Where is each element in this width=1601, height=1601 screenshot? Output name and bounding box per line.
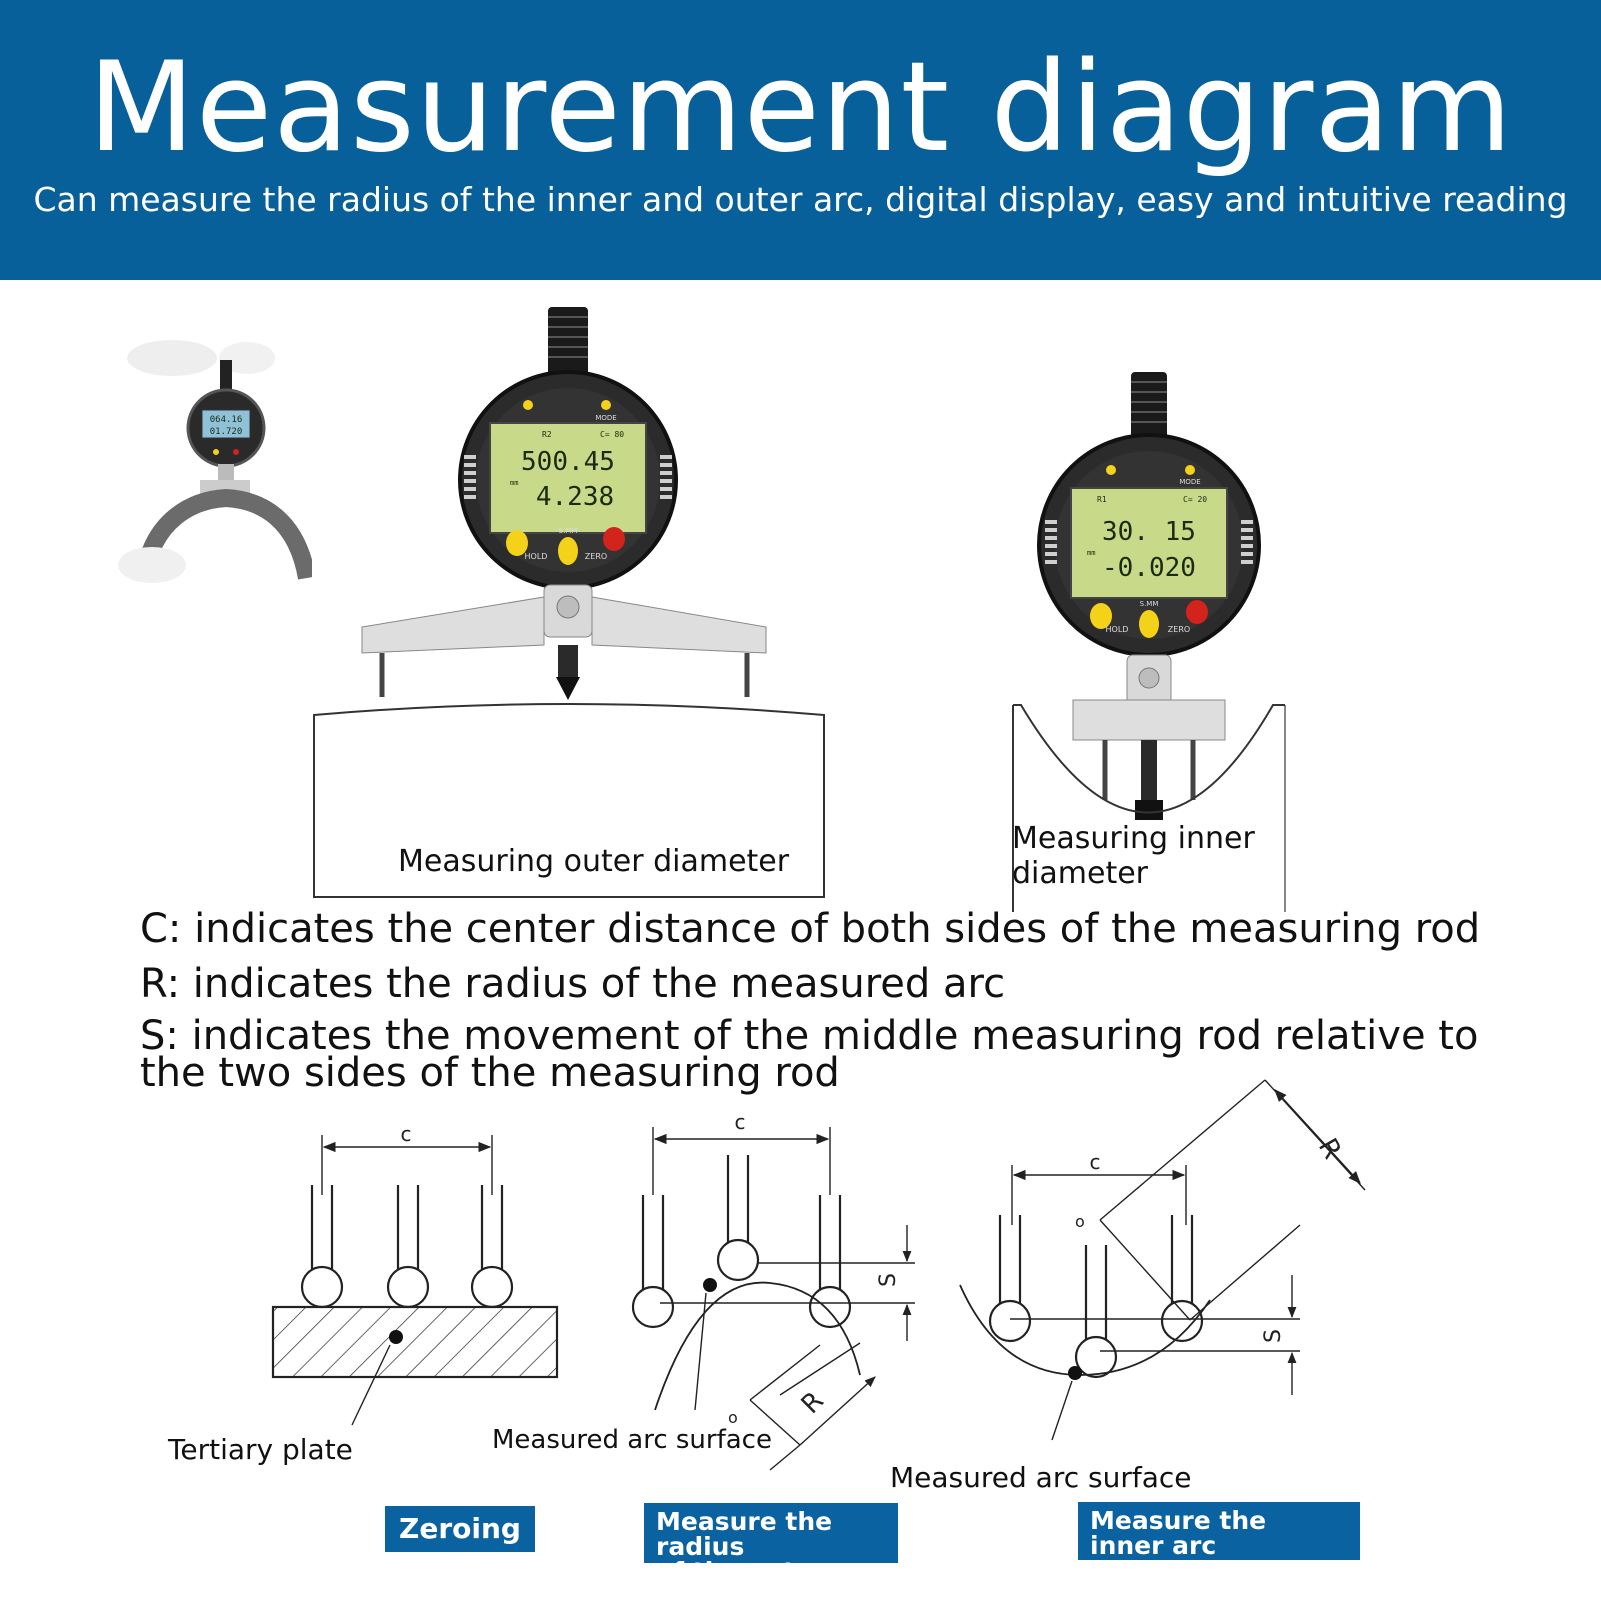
page-title: Measurement diagram	[87, 36, 1514, 180]
inner-diameter-caption: Measuring inner diameter	[1012, 821, 1272, 891]
inner-reading-bottom: -0.020	[1102, 553, 1196, 583]
inner-arc-tag-line1: Measure the inner arc	[1090, 1506, 1267, 1560]
page-subtitle: Can measure the radius of the inner and …	[33, 180, 1568, 219]
definition-r: R: indicates the radius of the measured …	[140, 961, 1006, 1007]
outer-mode-label: MODE	[595, 414, 616, 422]
inner-c-label: c	[1090, 1150, 1101, 1174]
tertiary-plate-label: Tertiary plate	[167, 1433, 353, 1466]
inner-diameter-gauge-illustration: MODE R1 C= 20 30. 15 mm -0.020 S.MM HOLD…	[1012, 372, 1286, 912]
outer-zero-label: ZERO	[585, 552, 607, 561]
inner-reading-top: 30. 15	[1102, 517, 1196, 547]
outer-lcd-r: R2	[542, 430, 552, 439]
inner-arc-tag-line2: radius	[1090, 1556, 1179, 1585]
outer-hold-label: HOLD	[525, 552, 548, 561]
definition-c: C: indicates the center distance of both…	[140, 906, 1481, 952]
outer-diameter-gauge-illustration: MODE R2 C= 80 500.45 mm 4.238 S.MM HOLD …	[313, 307, 825, 898]
outer-arc-schematic	[631, 1127, 915, 1471]
inner-zero-label: ZERO	[1168, 625, 1190, 634]
inner-hold-button[interactable]	[1090, 603, 1112, 629]
inner-center-btn-label: S.MM	[1140, 600, 1159, 608]
outer-arc-tag: Measure the radius of the outer arc	[644, 1503, 898, 1584]
inner-arc-surface-label: Measured arc surface	[890, 1461, 1192, 1494]
outer-lcd-c: C= 80	[600, 430, 624, 439]
definition-s: S: indicates the movement of the middle …	[140, 1013, 1479, 1096]
photo-reading-bottom: 01.720	[210, 427, 243, 437]
definition-s-line2: the two sides of the measuring rod	[140, 1049, 840, 1096]
zeroing-c-label: c	[401, 1122, 412, 1146]
outer-r-label: R	[796, 1386, 830, 1420]
inner-arc-schematic	[959, 1079, 1366, 1441]
photo-reading-top: 064.16	[210, 415, 243, 425]
outer-mode-button[interactable]	[558, 537, 578, 565]
inner-lcd-c: C= 20	[1183, 495, 1207, 504]
inner-o-label: o	[1075, 1212, 1085, 1231]
inner-arc-tag: Measure the inner arc radius	[1078, 1502, 1360, 1583]
outer-diameter-caption: Measuring outer diameter	[398, 844, 790, 879]
outer-center-btn-label: S.MM	[559, 527, 578, 535]
outer-arc-surface-label: Measured arc surface	[492, 1425, 772, 1455]
inner-hold-label: HOLD	[1106, 625, 1129, 634]
inner-zero-button[interactable]	[1186, 600, 1208, 624]
inner-lcd-r: R1	[1097, 495, 1107, 504]
outer-c-label: c	[735, 1110, 746, 1134]
schematic-diagrams: c c c S S R R o o Tertiary plate Measure…	[167, 1079, 1366, 1494]
inner-mode-button[interactable]	[1139, 610, 1159, 638]
product-photo: 064.16 01.720	[112, 340, 312, 590]
inner-unit: mm	[1087, 549, 1095, 557]
outer-unit: mm	[510, 479, 518, 487]
outer-hold-button[interactable]	[506, 530, 528, 556]
outer-arc-tag-line1: Measure the radius	[656, 1507, 833, 1561]
outer-s-label: S	[876, 1273, 901, 1287]
inner-caption-line2: diameter	[1012, 855, 1148, 891]
inner-mode-label: MODE	[1179, 478, 1200, 486]
zeroing-schematic	[271, 1135, 559, 1426]
inner-caption-line1: Measuring inner	[1012, 821, 1255, 856]
definition-s-line1: S: indicates the movement of the middle …	[140, 1013, 1479, 1059]
outer-reading-top: 500.45	[521, 447, 615, 477]
inner-s-label: S	[1261, 1329, 1286, 1343]
outer-o-label: o	[728, 1408, 738, 1427]
outer-zero-button[interactable]	[603, 527, 625, 551]
header-banner: Measurement diagram Can measure the radi…	[0, 0, 1601, 280]
outer-reading-bottom: 4.238	[536, 482, 614, 512]
zeroing-tag: Zeroing	[385, 1506, 535, 1552]
outer-arc-tag-line2: of the outer arc	[656, 1557, 878, 1586]
